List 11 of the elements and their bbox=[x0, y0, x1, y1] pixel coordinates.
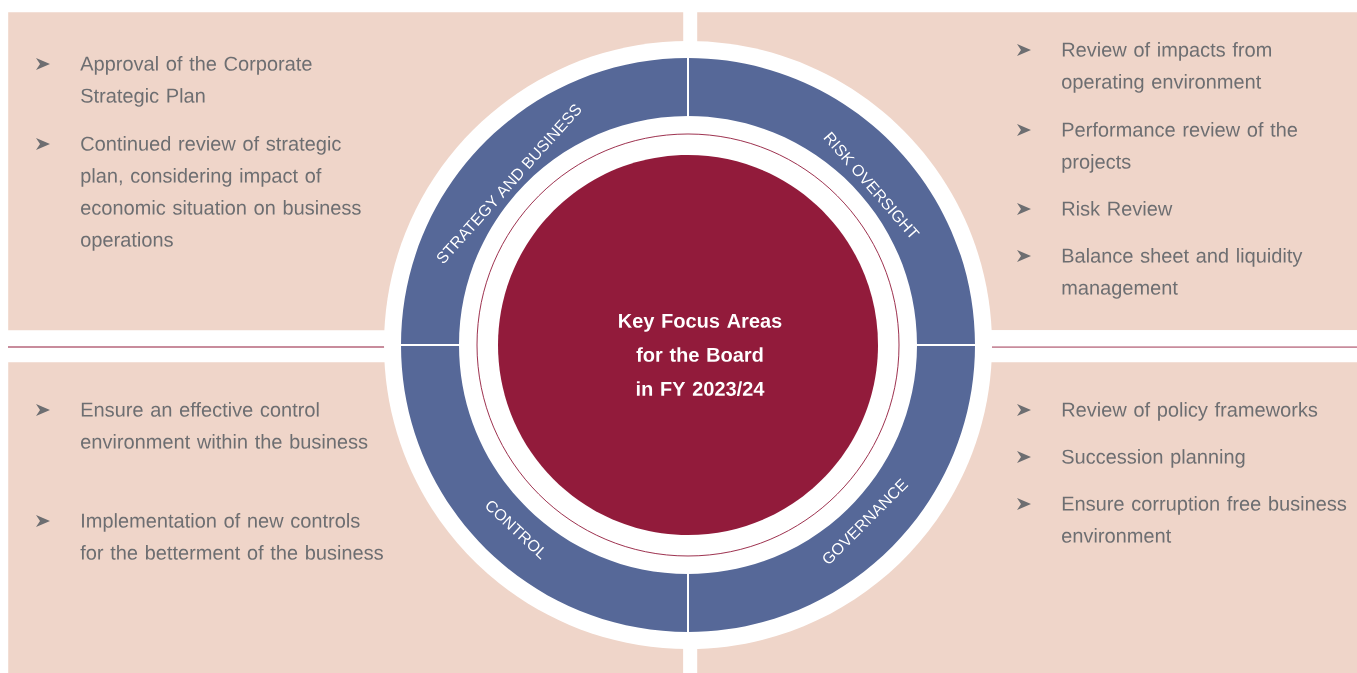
bullet-text: Balance sheet and liquidity management bbox=[1062, 248, 1303, 299]
bullet-text: Performance review of the projects bbox=[1062, 122, 1298, 173]
bullet-text: Succession planning bbox=[1062, 449, 1245, 468]
bullet-text: Continued review of strategic plan, considering impact of economic situation on business operations bbox=[81, 136, 361, 251]
bullet-text: Implementation of new controls for the betterment of the business bbox=[80, 513, 383, 560]
bullet-text: Ensure an effective control environment within the business bbox=[81, 402, 368, 449]
bullet-text: Risk Review bbox=[1062, 201, 1173, 216]
bullet-text: Review of policy frameworks bbox=[1062, 402, 1318, 421]
bullet-text: Ensure corruption free business environment bbox=[1062, 496, 1347, 543]
bullet-text: Approval of the Corporate Strategic Plan bbox=[80, 56, 312, 107]
bullet-text: Review of impacts from operating environment bbox=[1062, 42, 1271, 93]
